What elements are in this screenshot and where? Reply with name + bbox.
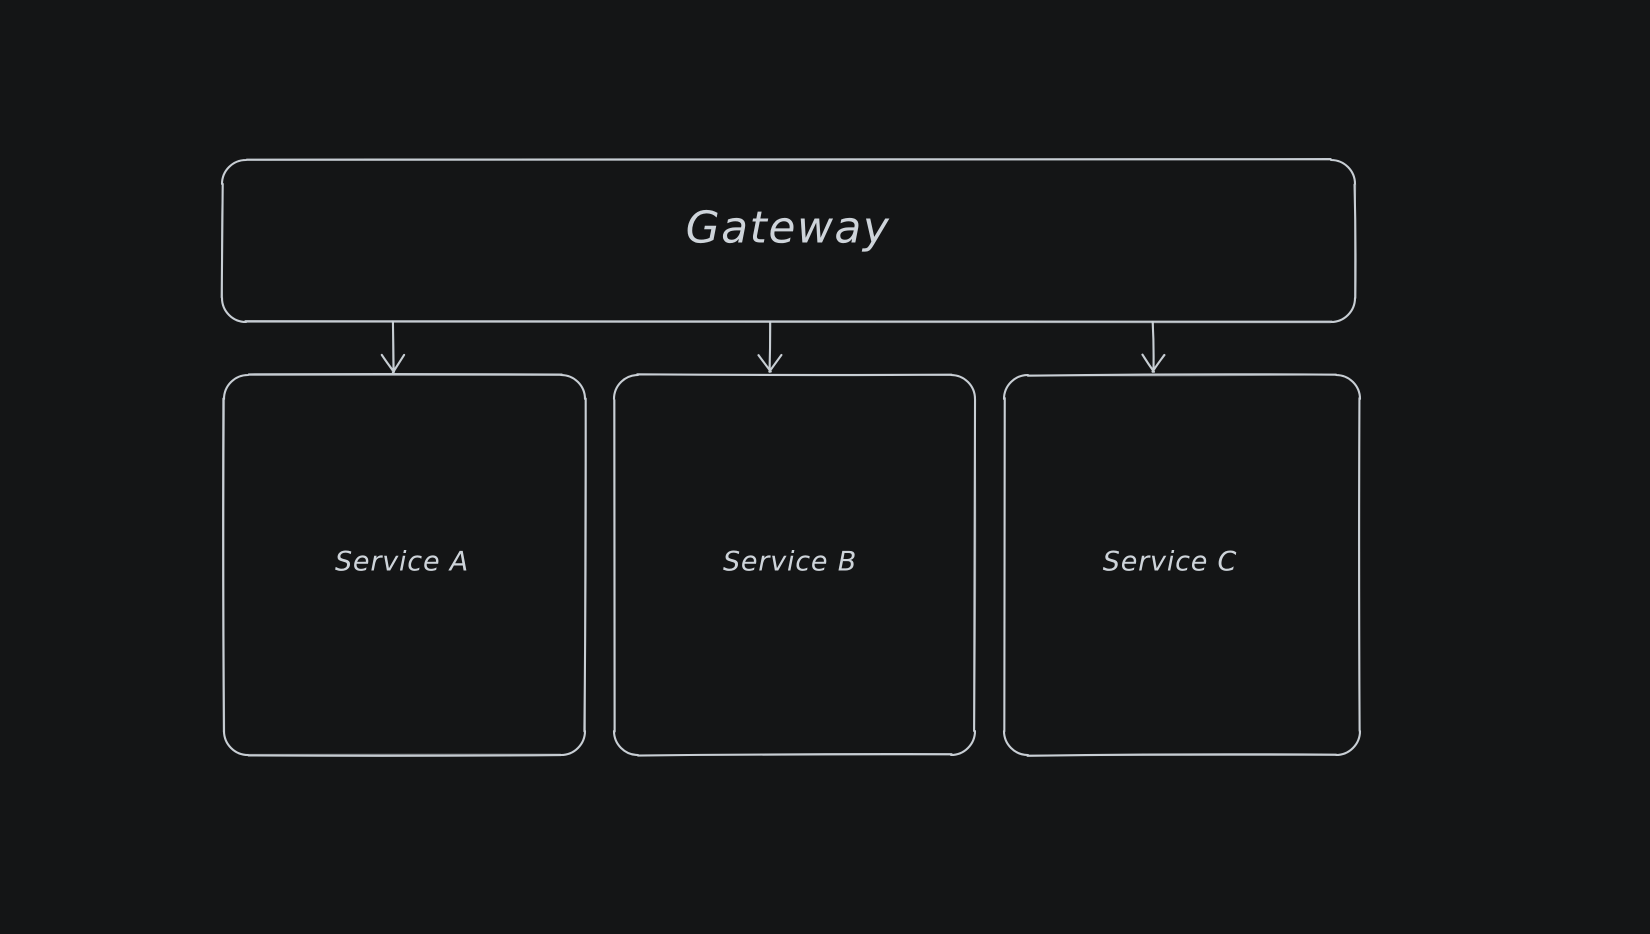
- node-box-gateway: [220, 158, 1357, 324]
- node-box-service-c: [1003, 373, 1361, 757]
- node-box-gateway: [220, 158, 1357, 324]
- node-box-service-b: [613, 373, 977, 757]
- edge-gateway-service-b: [757, 320, 783, 373]
- node-box-service-b: [612, 373, 977, 757]
- edge-gateway-service-a: [381, 321, 406, 373]
- edge-gateway-service-c: [1141, 320, 1166, 373]
- edge-gateway-service-c: [1141, 321, 1165, 373]
- node-box-service-a: [223, 374, 587, 756]
- node-box-service-c: [1002, 373, 1362, 757]
- edge-gateway-service-a: [380, 320, 406, 374]
- node-box-service-a: [222, 372, 587, 757]
- edge-gateway-service-b: [758, 321, 782, 373]
